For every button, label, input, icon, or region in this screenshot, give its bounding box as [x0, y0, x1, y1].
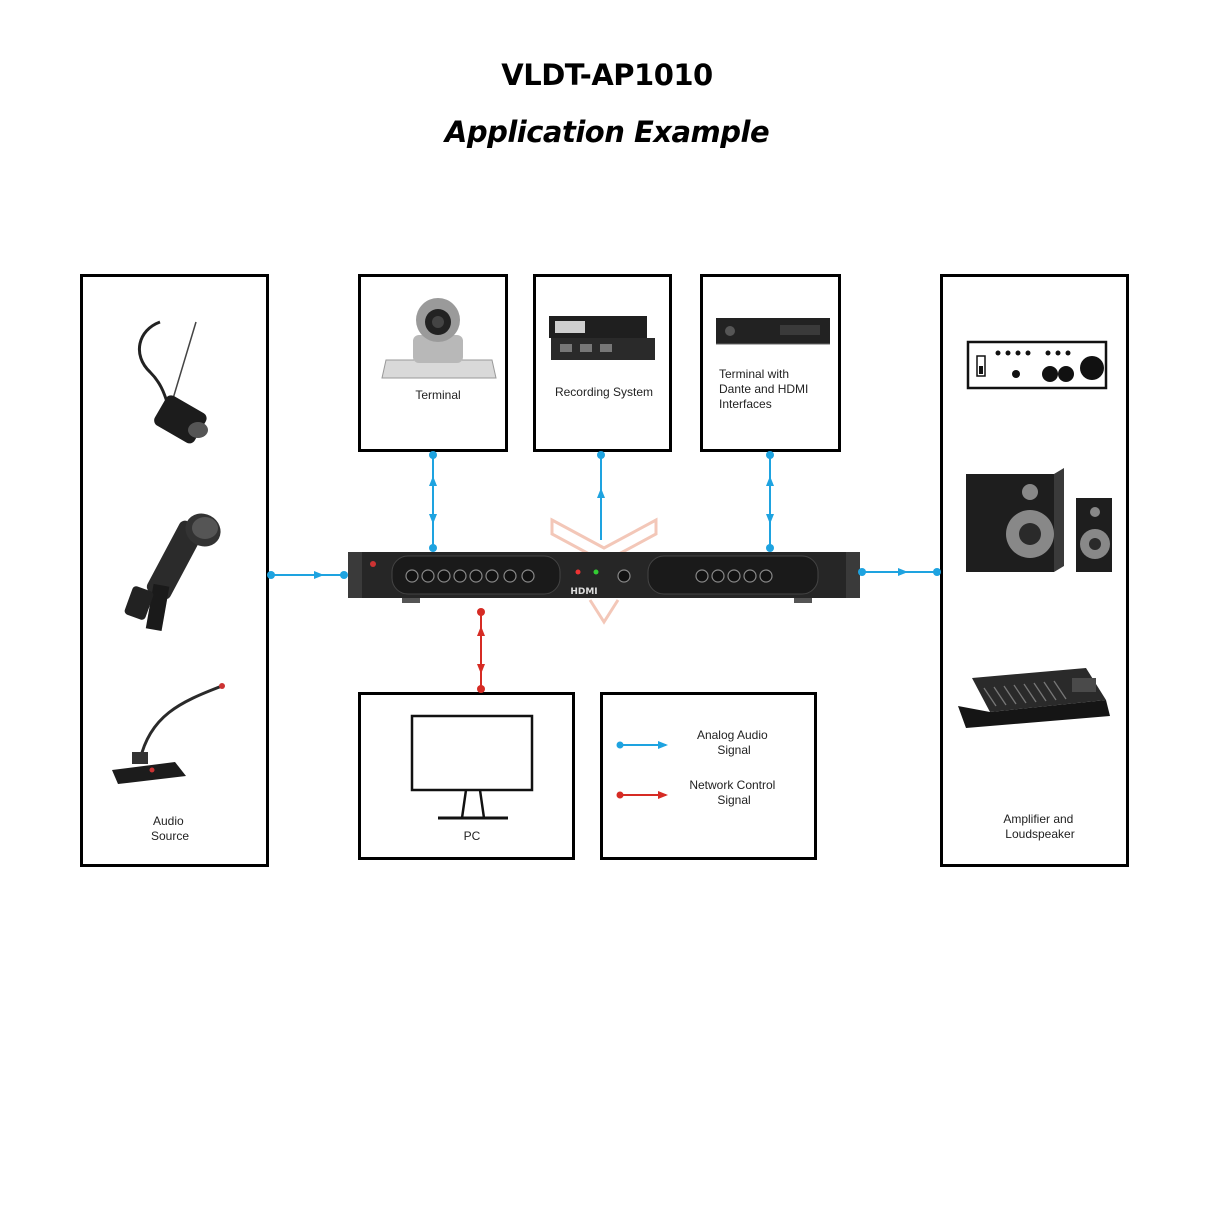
- pc-label: PC: [464, 829, 481, 843]
- dante-terminal-device-connection: [766, 451, 774, 552]
- gooseneck-microphone-icon: [112, 683, 225, 784]
- recording-device-connection: [597, 451, 605, 540]
- legend-network-label: Network Control Signal: [689, 778, 778, 807]
- legend-box: [600, 692, 817, 860]
- recording-system-box: [533, 274, 672, 452]
- device-to-amplifier-connection: [858, 568, 941, 576]
- device-hdmi-badge: HDMI: [570, 587, 597, 597]
- recording-system-label: Recording System: [555, 385, 653, 399]
- dante-terminal-label: Terminal with Dante and HDMI Interfaces: [719, 367, 812, 411]
- diagram-subtitle: Application Example: [444, 115, 770, 149]
- audio-source-label: Audio Source: [151, 814, 189, 843]
- audio-source-to-device-connection: [267, 571, 348, 579]
- hanging-microphone-icon: [138, 320, 208, 444]
- terminal-device-connection: [429, 451, 437, 552]
- ptz-camera-icon: [381, 298, 497, 379]
- mixer-icon: [958, 668, 1110, 728]
- pc-device-network-connection: [477, 608, 485, 693]
- rack-audio-processor-icon: HDMI: [348, 517, 860, 625]
- terminal-label: Terminal: [415, 388, 460, 402]
- legend-network-arrow: [616, 791, 668, 799]
- diagram-title: VLDT-AP1010: [501, 58, 713, 92]
- loudspeaker-icon: [966, 468, 1112, 572]
- amplifier-icon: [966, 340, 1108, 390]
- legend-analog-label: Analog Audio Signal: [697, 728, 771, 757]
- amplifier-loudspeaker-label: Amplifier and Loudspeaker: [1003, 812, 1076, 841]
- handheld-microphone-icon: [124, 513, 221, 632]
- monitor-icon: [410, 714, 534, 820]
- rack-unit-icon: [716, 318, 830, 345]
- dante-terminal-box: [700, 274, 841, 452]
- legend-analog-arrow: [616, 741, 668, 749]
- recorder-icon: [549, 316, 655, 360]
